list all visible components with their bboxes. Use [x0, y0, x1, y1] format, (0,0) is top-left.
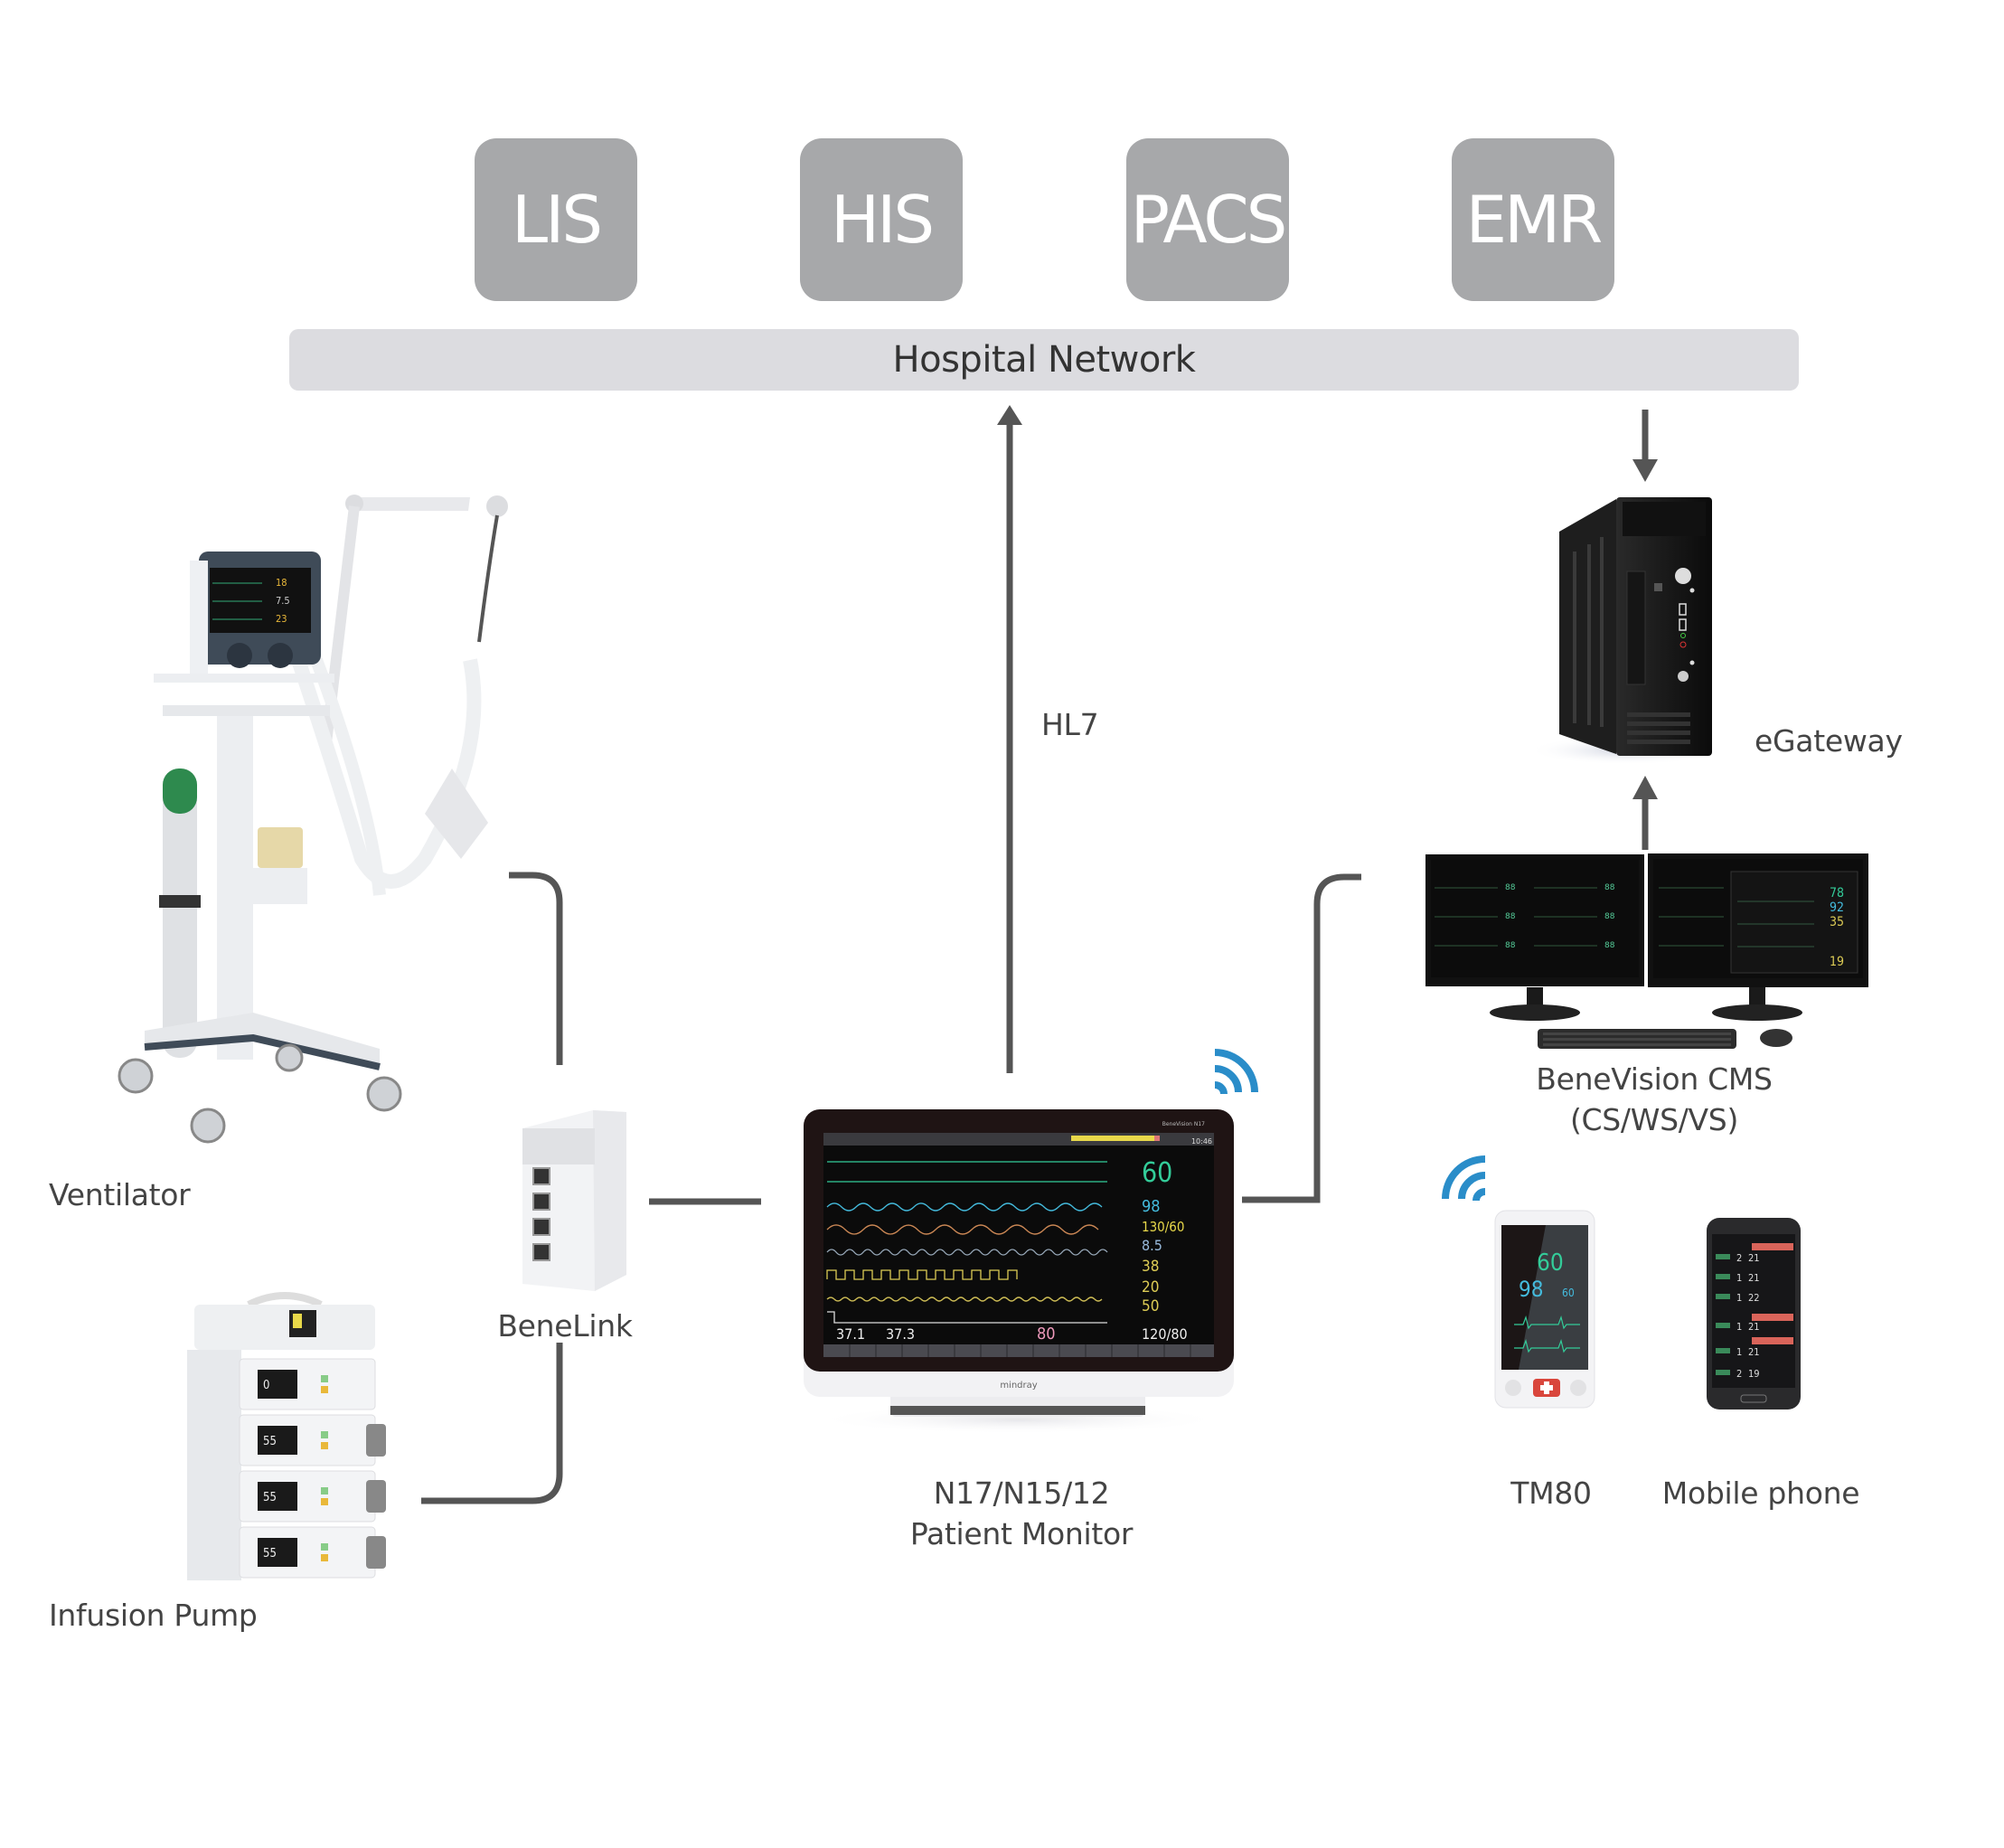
phone-row-1-a: 2: [1736, 1252, 1742, 1264]
patient-monitor-label-line1: N17/N15/12: [933, 1476, 1110, 1511]
pacs-label: PACS: [1130, 182, 1288, 258]
pump-to-benelink-line: [421, 1343, 563, 1504]
monitor-p1-value: 20: [1142, 1278, 1159, 1296]
phone-row-3-b: 22: [1748, 1292, 1760, 1304]
pump-2-value: 55: [263, 1435, 277, 1448]
svg-text:88: 88: [1604, 941, 1615, 950]
tm80-hr-value: 60: [1537, 1249, 1564, 1277]
cms-value-resp: 35: [1830, 915, 1844, 929]
pacs-system-box: PACS: [1126, 138, 1289, 301]
monitor-to-cms-line: [1242, 873, 1361, 1203]
cms-value-other: 19: [1830, 955, 1844, 969]
cms-workstation: 88 88 88 88 88 88 78 92 35 19: [1425, 852, 1870, 1051]
monitor-spo2-value: 98: [1142, 1197, 1161, 1216]
lis-label: LIS: [511, 182, 603, 258]
patient-monitor-device: mindray BeneVision N17 10:46 60 98 130/6…: [800, 1108, 1237, 1435]
hl7-label: HL7: [1041, 707, 1099, 742]
phone-row-6-a: 2: [1736, 1368, 1742, 1380]
phone-row-4-b: 21: [1748, 1321, 1760, 1333]
ventilator-device-icon: 18 7.5 23: [118, 495, 508, 1144]
svg-text:88: 88: [1604, 912, 1615, 921]
monitor-hr-value: 60: [1142, 1157, 1172, 1189]
his-system-box: HIS: [800, 138, 963, 301]
infusion-pump-label: Infusion Pump: [49, 1598, 258, 1633]
patient-monitor-icon: mindray BeneVision N17 10:46 60 98 130/6…: [804, 1109, 1234, 1434]
monitor-pr-value: 80: [1037, 1325, 1056, 1344]
monitor-nibp-value: 130/60: [1142, 1219, 1184, 1235]
monitor-art-value: 120/80: [1142, 1325, 1188, 1343]
monitor-time: 10:46: [1191, 1137, 1212, 1146]
monitor-t1-value: 37.1: [836, 1325, 865, 1343]
his-label: HIS: [830, 182, 935, 258]
mobile-phone-icon: 2 21 1 21 1 22 1 21 1 21 2 19: [1707, 1218, 1801, 1410]
monitor-wifi-icon: [1214, 1049, 1258, 1095]
mobile-phone-label: Mobile phone: [1661, 1476, 1860, 1511]
tm80-spo2-value: 98: [1519, 1277, 1543, 1302]
phone-row-6-b: 19: [1748, 1368, 1760, 1380]
monitor-model: BeneVision N17: [1162, 1121, 1205, 1127]
egateway-server-icon: [1537, 497, 1726, 765]
svg-text:88: 88: [1505, 941, 1516, 950]
patient-monitor-label: N17/N15/12 Patient Monitor: [909, 1474, 1134, 1554]
hl7-arrowhead-icon: [997, 405, 1022, 425]
tm80-pr-value: 60: [1562, 1287, 1575, 1299]
phone-row-1-b: 21: [1748, 1252, 1760, 1264]
emr-system-box: EMR: [1452, 138, 1614, 301]
ventilator-to-benelink-line: [509, 872, 563, 1065]
egateway-down-arrowhead-icon: [1632, 459, 1658, 482]
benelink-device-icon: [522, 1110, 626, 1291]
phone-row-2-a: 1: [1736, 1272, 1742, 1284]
phone-row-2-b: 21: [1748, 1272, 1760, 1284]
monitor-co2-value: 8.5: [1142, 1237, 1162, 1254]
pump-3-value: 55: [263, 1491, 277, 1504]
svg-text:7.5: 7.5: [276, 595, 290, 607]
cms-monitors-icon: 88 88 88 88 88 88 78 92 35 19: [1425, 853, 1868, 1049]
patient-monitor-label-line2: Patient Monitor: [909, 1515, 1134, 1551]
cms-label: BeneVision CMS (CS/WS/VS): [1536, 1060, 1773, 1140]
svg-text:23: 23: [276, 613, 287, 625]
benelink-label: BeneLink: [497, 1308, 633, 1344]
lis-system-box: LIS: [475, 138, 637, 301]
phone-row-5-b: 21: [1748, 1346, 1760, 1358]
cms-value-hr: 78: [1830, 886, 1844, 900]
ventilator-label: Ventilator: [49, 1177, 191, 1212]
phone-row-5-a: 1: [1736, 1346, 1742, 1358]
svg-text:88: 88: [1505, 883, 1516, 892]
monitor-brand: mindray: [1000, 1381, 1037, 1391]
pump-1-value: 0: [263, 1379, 269, 1392]
phone-row-3-a: 1: [1736, 1292, 1742, 1304]
infusion-pump-device-icon: 0 55 55 55: [187, 1292, 386, 1580]
monitor-resp-value: 38: [1142, 1258, 1159, 1276]
monitor-t2-value: 37.3: [886, 1325, 915, 1343]
egateway-up-arrowhead-icon: [1632, 776, 1658, 799]
svg-text:88: 88: [1604, 883, 1615, 892]
emr-label: EMR: [1465, 182, 1604, 258]
pump-4-value: 55: [263, 1547, 277, 1560]
phone-row-4-a: 1: [1736, 1321, 1742, 1333]
tm80-device-icon: 60 98 60: [1494, 1210, 1595, 1409]
cms-label-line2: (CS/WS/VS): [1569, 1101, 1739, 1137]
svg-text:88: 88: [1505, 912, 1516, 921]
hospital-network-bar: Hospital Network: [289, 329, 1799, 391]
cms-value-spo2: 92: [1830, 900, 1844, 915]
cms-label-line1: BeneVision CMS: [1536, 1061, 1773, 1097]
hospital-network-label: Hospital Network: [892, 339, 1196, 381]
tm80-wifi-icon: [1442, 1155, 1486, 1202]
egateway-label: eGateway: [1755, 723, 1903, 759]
svg-text:18: 18: [276, 577, 287, 589]
tm80-label: TM80: [1510, 1476, 1592, 1511]
monitor-p2-value: 50: [1142, 1297, 1159, 1315]
